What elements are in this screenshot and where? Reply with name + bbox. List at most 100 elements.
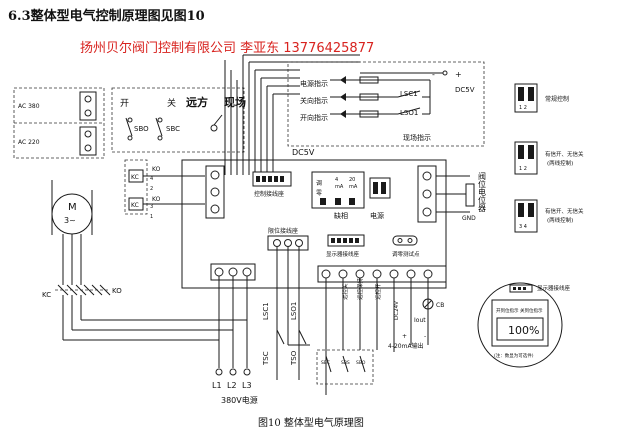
limit-terminal-label: 限位接线座 [268,227,298,235]
zero-test-label: 调零测试点 [392,250,420,258]
board-terminal-right [417,165,437,223]
sbc-label: SBC [166,125,180,133]
control-terminal-label: 控制接线座 [254,190,284,198]
display-percent: 100% [508,324,539,337]
lsc1-vert-label: LSC1 [262,302,270,320]
svg-text:1 2: 1 2 [519,166,527,172]
svg-text:mA: mA [335,184,344,190]
sbo-label: SBO [134,125,149,133]
contactor-contacts [55,284,111,296]
display-terminal-block [327,234,365,247]
missing-phase-label: 缺相 [334,211,348,220]
dip-note-3-text: 有信开、无信关 [545,207,584,215]
board-terminal-left [205,165,225,219]
remote-label: 远方 [186,95,208,109]
current-meter [422,298,434,310]
remote-switch-box [316,349,374,385]
svg-text:SBC: SBC [321,360,330,366]
svg-text:mA: mA [349,184,358,190]
limit-switches [276,247,310,380]
control-board [181,159,447,289]
plus-label: + [455,70,462,79]
svg-text:零: 零 [316,190,322,197]
power-label: 电源 [370,211,384,220]
switch-box [111,87,245,153]
close-indicator-label: 关向指示 [300,96,328,105]
contact-1: 1 [150,214,153,220]
motor-sub: 3~ [64,216,76,225]
dip-note-2: 1 2 有信开、无信关 (两线控制) [514,141,584,175]
dc5v-right-label: DC5V [455,86,475,94]
motor-label: M [68,202,77,213]
remote-hold-label: 远控保持 [356,277,364,300]
svg-text:1 2: 1 2 [519,105,527,111]
ma4-label: 4 [335,177,338,183]
display-module [477,282,563,368]
bottom-wires [325,278,429,395]
bottom-terminal-row [317,265,447,283]
dip-note-1-text: 常规控制 [545,95,569,103]
svg-text:+: + [402,333,407,340]
output-label: 4-20mA输出 [388,342,424,350]
local-label: 现场 [224,95,246,109]
iout-label: Iout [414,317,426,324]
lso1-vert-label: LSO1 [290,302,298,320]
gnd-label: GND [462,215,476,222]
phase-inputs [215,320,251,376]
site-indicator-title: 现场指示 [403,133,431,142]
phase-l3: L3 [242,381,252,390]
contactor-kc-left: KC [42,291,51,299]
motor-symbol [51,193,93,235]
contactor-kc-1: KC [131,174,139,181]
open-indicator-label: 开向指示 [300,113,328,122]
site-indicator-panel [287,61,485,147]
minus-label: - [432,70,435,79]
tso-vert-label: TSO [290,350,298,366]
supply-label: 380V电源 [221,395,258,405]
watermark-text: 扬州贝尔阀门控制有限公司 李亚东 13776425877 [80,41,374,56]
contact-3: 3 [150,204,153,210]
svg-text:(两线控制): (两线控制) [547,216,573,224]
contactor-ko-2: KO [152,196,161,203]
phase-l2: L2 [227,381,237,390]
svg-text:3 4: 3 4 [519,224,527,230]
svg-text:(两线控制): (两线控制) [547,159,573,167]
lso1-label: LSO1 [400,109,418,117]
ac-terminal-block-top [79,91,97,121]
remote-open-label: 远控开 [374,283,382,300]
phase-l1: L1 [212,381,222,390]
remote-close-label: 远控关 [341,283,349,300]
switch-close-label: 关 [167,97,176,109]
feedback-label: 阀位电位器 [478,172,487,213]
section-heading: 6.3整体型电气控制原理图见图10 [8,8,205,24]
contactor-ko-1: KO [152,166,161,173]
svg-text:-: - [424,333,426,340]
contactor-ko-left: KO [112,287,122,295]
svg-text:SBO: SBO [356,360,366,366]
dc5v-top-label: DC5V [292,148,315,157]
contactor-kc-2: KC [131,202,139,209]
display-mode-left: 开到位指示 [496,307,519,314]
contact-2: 2 [150,186,153,192]
zero-test-point [392,235,418,246]
display-terminal-title: 显示器接线座 [537,284,571,292]
ac220-label: AC 220 [18,139,40,146]
switch-open-label: 开 [120,98,129,109]
dc24v-label: DC24V [394,301,400,320]
limit-terminal-block [267,235,309,251]
display-terminal-label: 显示器接线座 [326,250,360,258]
control-terminal-strip [252,171,292,187]
ac-terminal-block-bottom [79,126,97,156]
dip-note-1: 1 2 常规控制 [514,83,569,113]
contact-4: 4 [150,176,153,182]
display-mode-right: 关到位指示 [520,307,543,314]
dip-note-3: 3 4 有信开、无信关 (两线控制) [514,199,584,233]
power-terminal-block [210,263,256,281]
dip-note-2-text: 有信开、无信关 [545,150,584,158]
tune-zero-label: 调 [316,179,322,187]
board-dip-switch [369,177,391,199]
ac380-label: AC 380 [18,103,40,110]
tsc-vert-label: TSC [262,351,270,366]
figure-caption: 图10 整体型电气原理图 [258,416,364,429]
